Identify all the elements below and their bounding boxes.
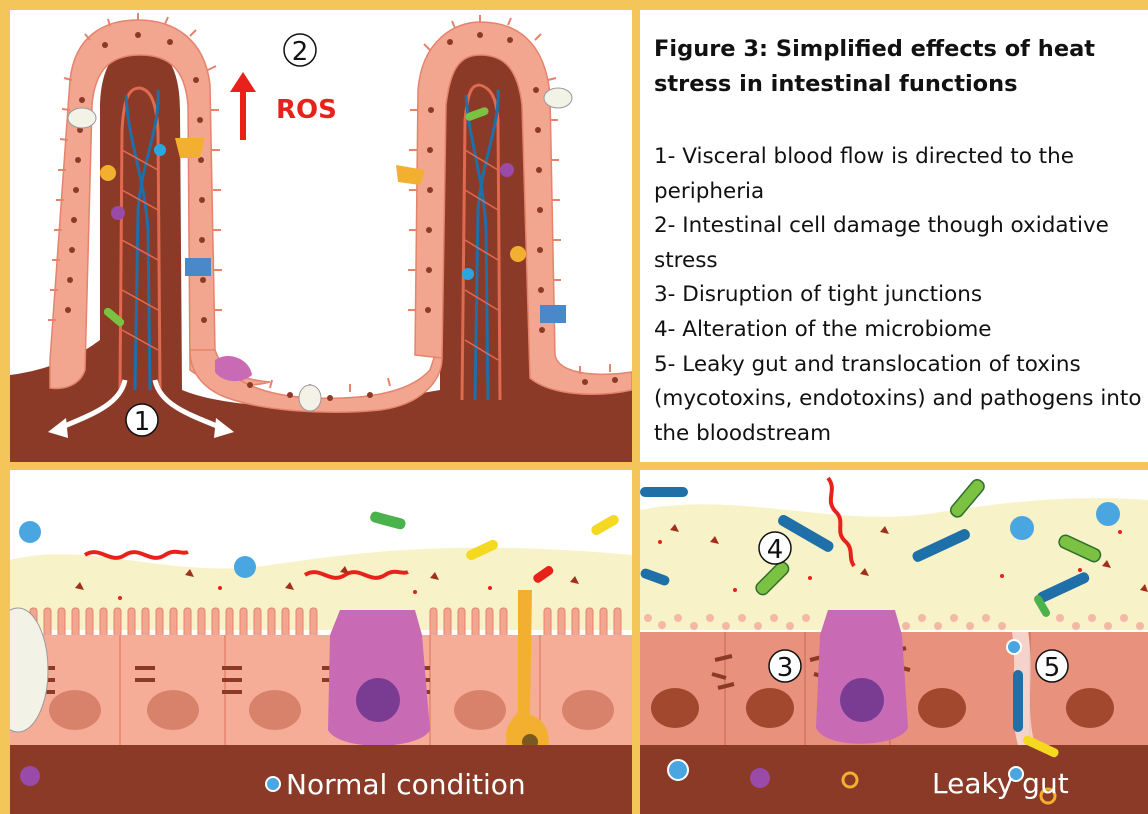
normal-condition-label: Normal condition [286, 768, 526, 801]
microbe-blue-rod [640, 487, 688, 497]
marker-2: 2 [292, 37, 309, 67]
translocating-microbe [1007, 640, 1021, 654]
microbe-blue [1096, 502, 1120, 526]
translocating-bacterium [1013, 670, 1023, 732]
blood-cell-marker [266, 777, 280, 791]
villi-illustration: ROS 2 1 [10, 10, 632, 462]
blood-cell-blue [154, 144, 166, 156]
blood-cell-marker [668, 760, 688, 780]
marker-4: 4 [767, 535, 784, 565]
ros-arrow-shaft [240, 88, 246, 140]
effects-list: 1- Visceral blood flow is directed to th… [654, 140, 1148, 451]
immune-cell-purple [500, 163, 514, 177]
microbe-blue [1010, 516, 1034, 540]
goblet-cell-nucleus [356, 678, 400, 722]
normal-condition-panel: Normal condition [10, 470, 632, 814]
microbe-blue [19, 521, 41, 543]
ros-label: ROS [276, 95, 337, 125]
ros-arrow-head [230, 72, 256, 92]
immune-cell-purple [750, 768, 770, 788]
tuft-cell [185, 258, 211, 276]
normal-epithelium-illustration: Normal condition [10, 470, 632, 814]
figure-title: Figure 3: Simplified effects of heat str… [654, 32, 1134, 102]
immune-cell-purple [20, 766, 40, 786]
blood-cell-blue [462, 268, 474, 280]
caption-panel: Figure 3: Simplified effects of heat str… [640, 10, 1148, 462]
leaky-gut-panel: 4 3 5 Leaky gut [640, 470, 1148, 814]
marker-1: 1 [134, 407, 151, 437]
goblet-cell-purple [328, 610, 430, 746]
list-item: 5- Leaky gut and translocation of toxins… [654, 348, 1148, 452]
list-item: 1- Visceral blood flow is directed to th… [654, 140, 1148, 209]
list-item: 4- Alteration of the microbiome [654, 313, 1148, 348]
goblet-cell [68, 108, 96, 128]
immune-cell-purple [111, 206, 125, 220]
lamina-propria [640, 745, 1148, 814]
marker-3: 3 [777, 653, 794, 683]
villi-panel: ROS 2 1 [10, 10, 632, 462]
goblet-cell-purple [816, 610, 908, 744]
microbe-blue [234, 556, 256, 578]
leaky-epithelium-illustration: 4 3 5 Leaky gut [640, 470, 1148, 814]
immune-cell-star [100, 165, 116, 181]
goblet-cell [299, 385, 321, 411]
list-item: 2- Intestinal cell damage though oxidati… [654, 209, 1148, 278]
goblet-cell-nucleus [840, 678, 884, 722]
list-item: 3- Disruption of tight junctions [654, 278, 1148, 313]
marker-5: 5 [1044, 653, 1061, 683]
enteroendocrine-cell [175, 138, 205, 158]
tuft-cell [540, 305, 566, 323]
goblet-cell [544, 88, 572, 108]
immune-cell-star [510, 246, 526, 262]
leaky-gut-label: Leaky gut [932, 767, 1069, 800]
